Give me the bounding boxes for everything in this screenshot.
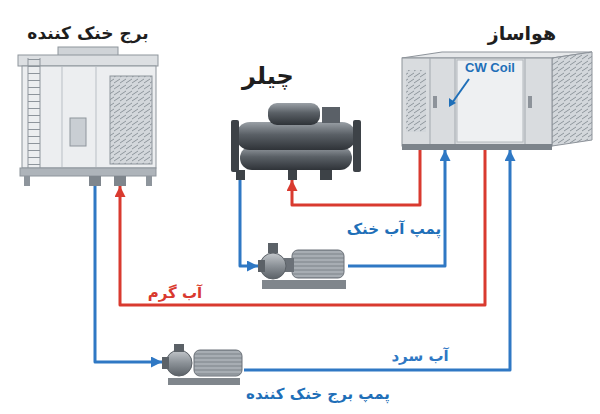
outlet-pipe xyxy=(89,176,101,186)
equipment-title: پمپ برج خنک کننده xyxy=(246,385,390,403)
section-seam xyxy=(455,58,456,146)
end-head xyxy=(353,120,361,172)
leader-line xyxy=(452,79,469,103)
water-pipe xyxy=(95,186,162,362)
callout-label: CW Coil xyxy=(465,60,515,76)
compressor xyxy=(268,103,320,125)
water-nozzle xyxy=(236,170,245,180)
pump-motor xyxy=(194,350,242,376)
chilled-water-pump: پمپ آب خنک xyxy=(258,242,348,290)
panel-seam xyxy=(62,66,63,168)
equipment-title: پمپ آب خنک xyxy=(347,220,442,238)
water-pipe xyxy=(120,150,485,305)
cooling-tower-pump: پمپ برج خنک کننده xyxy=(162,342,244,386)
pump-volute xyxy=(166,350,192,376)
support-foot xyxy=(320,170,332,180)
air-handler-drawing xyxy=(402,52,592,150)
flow-label: آب سرد xyxy=(388,347,451,365)
unit-front xyxy=(402,58,552,146)
base-rail xyxy=(402,144,552,150)
access-door xyxy=(70,118,86,146)
tower-casing xyxy=(22,66,156,168)
section-seam xyxy=(525,58,526,146)
outlet-flange xyxy=(174,344,184,352)
basin xyxy=(20,168,156,176)
coil-section xyxy=(457,60,523,142)
cooling-tower-pump-drawing xyxy=(162,344,242,385)
leg xyxy=(24,176,30,186)
water-nozzle xyxy=(288,170,297,180)
equipment-title: برج خنک کننده xyxy=(27,23,148,43)
water-pipe xyxy=(292,150,420,205)
chilled-water-pump-drawing xyxy=(258,243,346,289)
evaporator-shell xyxy=(236,122,356,150)
equipment-title: چیلر xyxy=(242,62,294,91)
panel-seam xyxy=(96,66,97,168)
water-pipe xyxy=(244,150,510,370)
water-pipe xyxy=(348,150,445,266)
water-pipe xyxy=(240,180,258,266)
door-handle xyxy=(433,96,437,108)
flow-label: آب گرم xyxy=(145,284,206,302)
pump-base xyxy=(168,378,240,385)
equipment-title: هواساز xyxy=(488,22,556,45)
cooling-tower: برج خنک کننده xyxy=(18,48,158,186)
intake-grille xyxy=(406,70,426,132)
leader-arrowhead xyxy=(449,98,456,107)
air-louver xyxy=(110,76,152,164)
ladder-rungs xyxy=(28,58,40,168)
unit-side-grille xyxy=(552,52,592,146)
cooling-tower-drawing xyxy=(18,47,158,186)
chiller-drawing xyxy=(231,103,361,180)
inlet-pipe xyxy=(114,176,126,186)
outlet-flange xyxy=(268,243,278,253)
section-seam xyxy=(430,58,431,146)
ladder-rail xyxy=(40,58,41,168)
inlet-flange xyxy=(258,260,265,272)
leg xyxy=(146,176,152,186)
chiller: چیلر xyxy=(228,100,363,180)
ladder-rail xyxy=(28,58,29,168)
end-head xyxy=(231,120,239,172)
door-handle xyxy=(528,96,532,108)
inlet-flange xyxy=(162,357,169,369)
control-box xyxy=(322,107,340,123)
pump-motor xyxy=(292,250,344,278)
pump-base xyxy=(262,280,346,289)
